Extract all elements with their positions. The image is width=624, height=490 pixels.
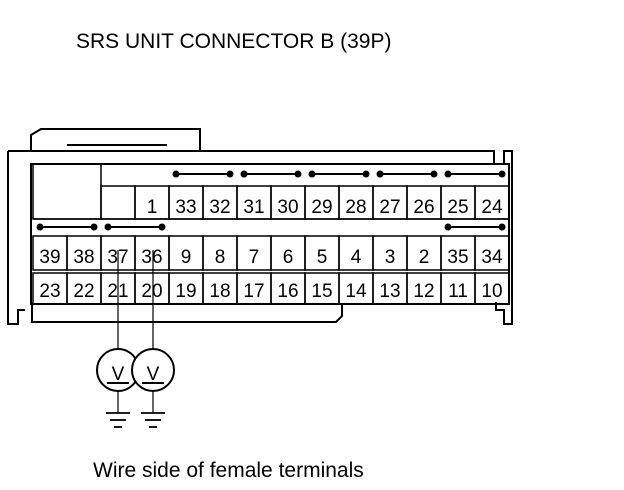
terminal-label: 20 (141, 281, 162, 302)
terminal-label: 17 (243, 281, 264, 302)
terminal-label: 38 (73, 247, 94, 268)
terminal-label: 11 (448, 281, 468, 302)
terminal-label: 28 (345, 197, 366, 218)
voltmeter-36: V (131, 250, 175, 428)
terminal-label: 31 (243, 197, 264, 218)
terminal-label: 29 (311, 197, 332, 218)
terminal-label: 1 (147, 197, 158, 218)
terminal-label: 19 (175, 281, 196, 302)
shorting-bar (376, 170, 438, 178)
terminal-label: 34 (481, 247, 503, 268)
shorting-bar (104, 223, 166, 231)
terminal-label: 8 (215, 247, 226, 268)
terminal-label: 33 (175, 197, 196, 218)
terminal-label: 5 (317, 247, 328, 268)
terminal-label: 10 (481, 281, 502, 302)
terminal-cell (474, 235, 510, 271)
terminal-label: 26 (413, 197, 434, 218)
shorting-bars (36, 170, 506, 231)
terminal-label: 12 (413, 281, 434, 302)
diagram-caption: Wire side of female terminals (93, 459, 364, 482)
connector-housing (7, 128, 513, 325)
terminal-label: 7 (249, 247, 260, 268)
terminal-label: 22 (73, 281, 94, 302)
terminal-label: 32 (209, 197, 230, 218)
terminal-label: 27 (379, 197, 400, 218)
terminal-label: 23 (39, 281, 60, 302)
terminal-label: 39 (39, 247, 60, 268)
terminal-label: 6 (283, 247, 294, 268)
terminal-label: 4 (351, 247, 362, 268)
shorting-bar (444, 223, 506, 231)
shorting-bar (172, 170, 234, 178)
terminal-label: 3 (385, 247, 396, 268)
terminal-label: 16 (277, 281, 298, 302)
blank-area (32, 163, 102, 220)
terminal-cell (100, 185, 136, 220)
terminal-label: 36 (141, 247, 162, 268)
terminal-block (30, 163, 510, 305)
voltmeter-symbol: V (147, 364, 160, 385)
terminal-label: 14 (345, 281, 367, 302)
terminal-label: 30 (277, 197, 298, 218)
shorting-bar (308, 170, 370, 178)
terminal-label: 25 (447, 197, 468, 218)
terminal-label: 24 (481, 197, 503, 218)
terminal-label: 13 (379, 281, 400, 302)
terminal-label: 2 (419, 247, 430, 268)
ground-icon (141, 412, 165, 428)
diagram-title: SRS UNIT CONNECTOR B (39P) (76, 30, 392, 53)
voltmeter-symbol: V (112, 364, 125, 385)
terminal-cell (474, 272, 510, 305)
terminal-label: 9 (181, 247, 192, 268)
terminal-label: 35 (447, 247, 468, 268)
terminal-label: 18 (209, 281, 230, 302)
ground-icon (106, 412, 130, 428)
shorting-bar (444, 170, 506, 178)
shorting-bar (36, 223, 98, 231)
voltmeter-37: V (96, 250, 140, 428)
terminal-label: 15 (311, 281, 332, 302)
shorting-bar (240, 170, 302, 178)
